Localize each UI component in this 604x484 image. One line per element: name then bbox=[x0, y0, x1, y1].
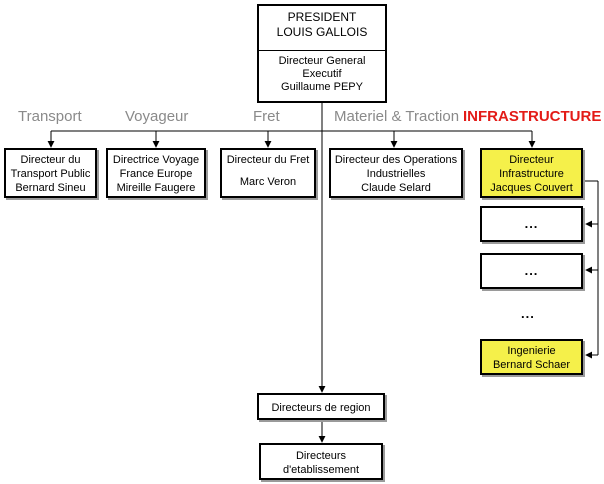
infra-ellipsis: ... bbox=[521, 306, 535, 321]
dg-line-1: Directeur General bbox=[278, 55, 366, 67]
president-title: PRESIDENT bbox=[287, 10, 357, 24]
director-line-1: Directeur des Operations bbox=[334, 154, 458, 166]
etablissement-line-1: Directeurs bbox=[295, 450, 347, 462]
director-line-1: Directeur du bbox=[20, 154, 81, 166]
regions-label: Directeurs de region bbox=[271, 402, 371, 414]
ingenierie-title: Ingenierie bbox=[507, 345, 556, 357]
director-line-1: Directeur bbox=[509, 154, 554, 166]
dept-voyageur: Voyageur bbox=[125, 108, 189, 125]
director-transport: Directeur du Transport Public Bernard Si… bbox=[4, 148, 97, 198]
ellipsis-text: ... bbox=[524, 263, 539, 278]
infra-placeholder-1: ... bbox=[480, 206, 583, 242]
director-line-2: Transport Public bbox=[10, 168, 91, 180]
dg-name: Guillaume PEPY bbox=[281, 81, 363, 93]
etablissement-box: Directeurs d'etablissement bbox=[259, 443, 383, 480]
dept-materiel-traction: Materiel & Traction bbox=[334, 108, 460, 125]
director-infrastructure: Directeur Infrastructure Jacques Couvert bbox=[480, 148, 583, 198]
president-name: LOUIS GALLOIS bbox=[276, 25, 368, 39]
director-line-1: Directrice Voyage bbox=[112, 154, 200, 166]
infra-ingenierie: Ingenierie Bernard Schaer bbox=[480, 339, 583, 375]
dept-fret: Fret bbox=[253, 108, 280, 125]
etablissement-line-2: d'etablissement bbox=[282, 464, 360, 476]
dept-infrastructure: INFRASTRUCTURE bbox=[463, 108, 602, 125]
dept-transport: Transport bbox=[18, 108, 82, 125]
director-name: Claude Selard bbox=[361, 182, 431, 194]
director-fret: Directeur du Fret Marc Veron bbox=[220, 148, 316, 198]
ellipsis-text: ... bbox=[524, 216, 539, 231]
director-materiel: Directeur des Operations Industrielles C… bbox=[329, 148, 463, 198]
director-line-2: France Europe bbox=[119, 168, 193, 180]
director-voyageur: Directrice Voyage France Europe Mireille… bbox=[106, 148, 206, 198]
director-line-2: Infrastructure bbox=[499, 168, 564, 180]
director-name: Bernard Sineu bbox=[15, 182, 86, 194]
director-name: Jacques Couvert bbox=[490, 182, 573, 194]
president-box: PRESIDENT LOUIS GALLOIS Directeur Genera… bbox=[257, 4, 387, 103]
dg-line-2: Executif bbox=[302, 68, 342, 80]
director-name: Marc Veron bbox=[239, 176, 297, 188]
infra-placeholder-2: ... bbox=[480, 253, 583, 289]
ingenierie-name: Bernard Schaer bbox=[492, 359, 571, 371]
director-line-1: Directeur du Fret bbox=[226, 154, 310, 166]
director-name: Mireille Faugere bbox=[116, 182, 196, 194]
director-line-2: Industrielles bbox=[366, 168, 426, 180]
regions-box: Directeurs de region bbox=[257, 393, 385, 420]
